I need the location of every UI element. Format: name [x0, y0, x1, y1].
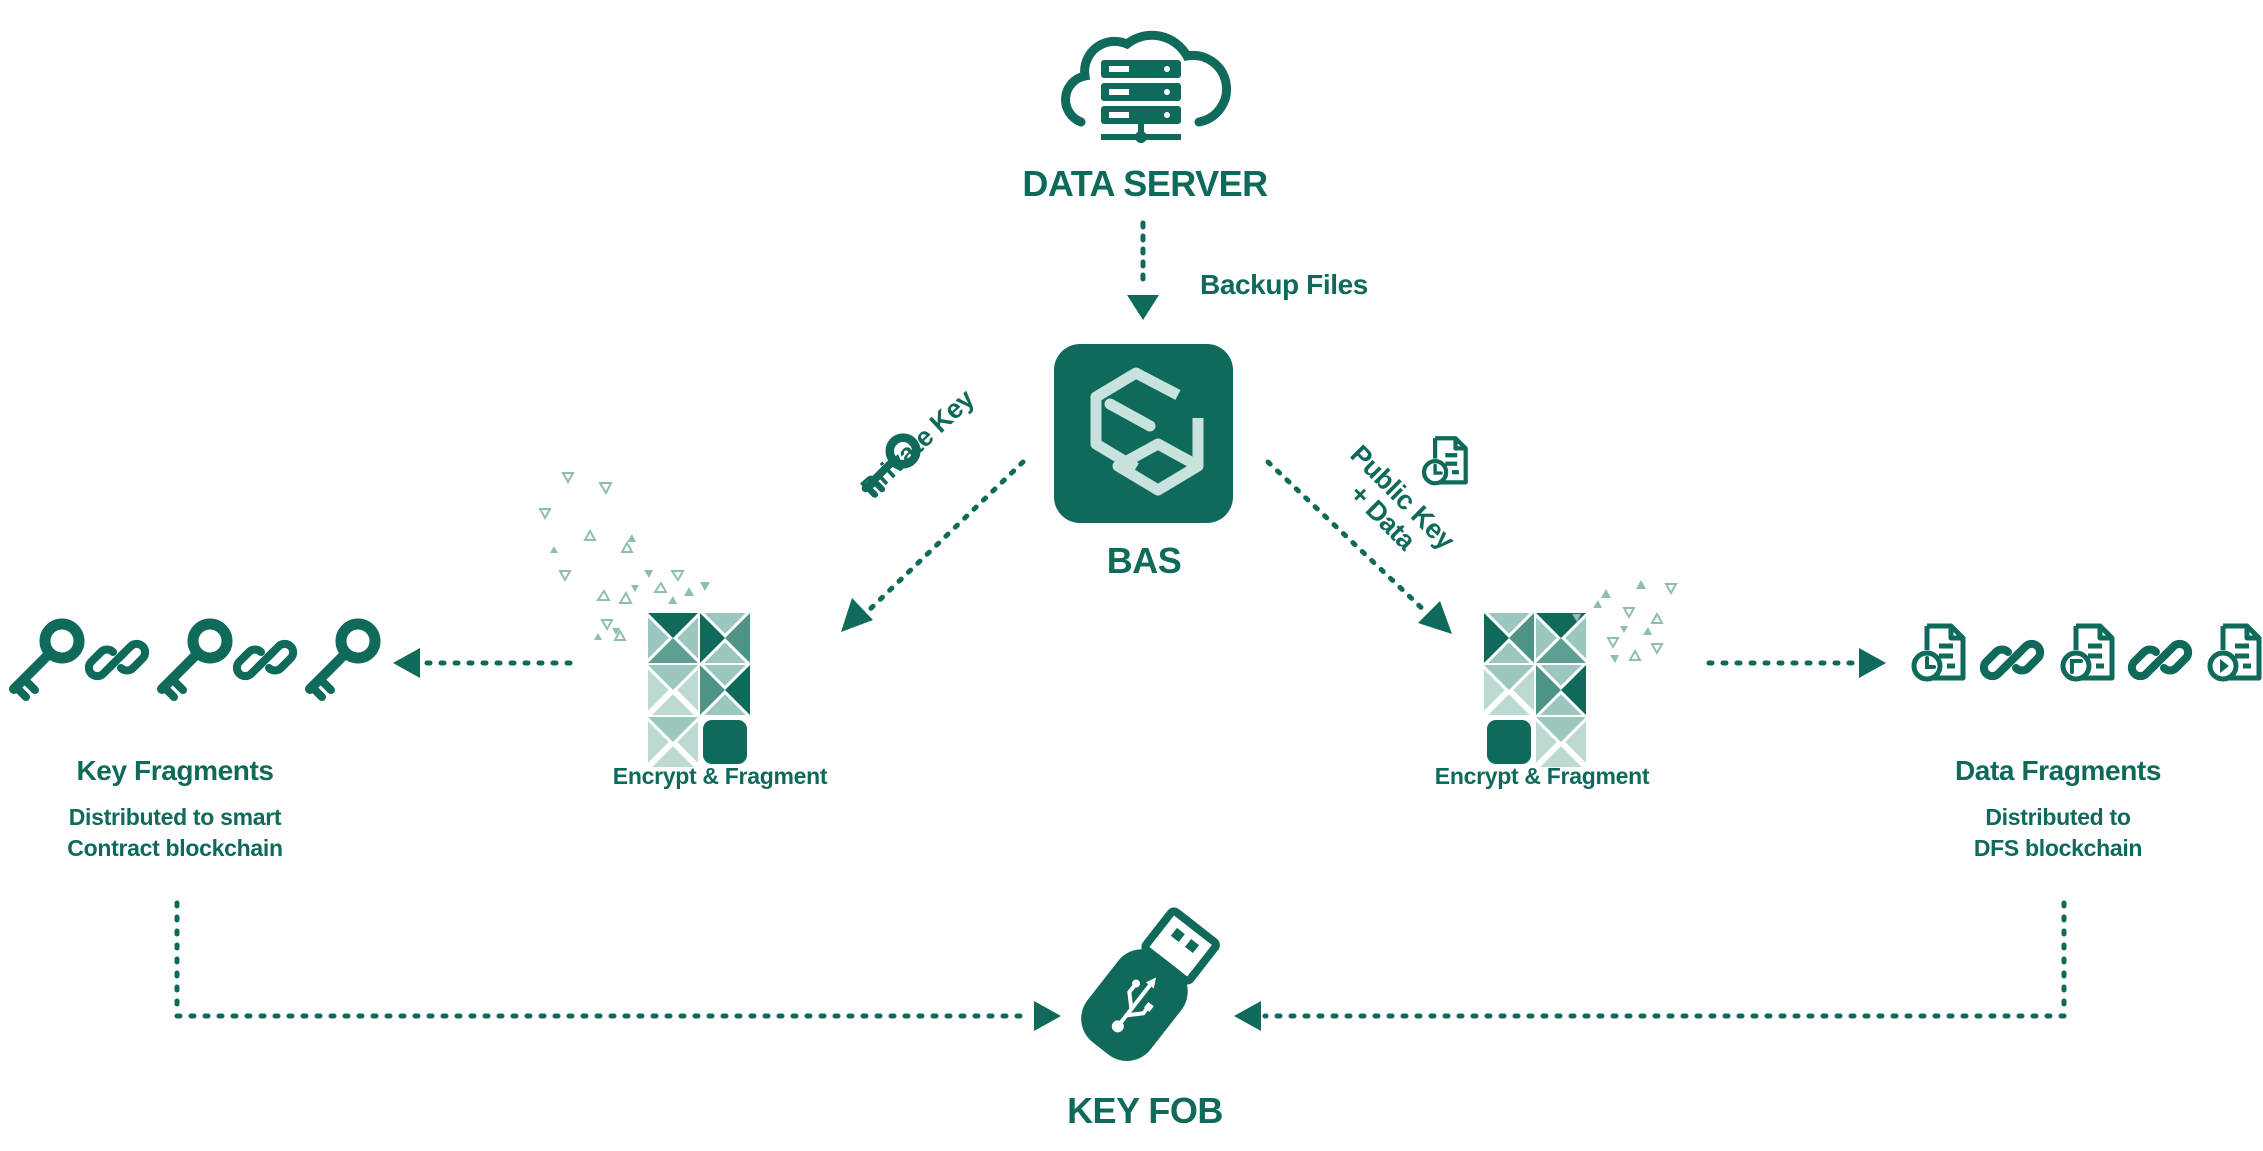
bas-label: BAS	[1106, 540, 1182, 581]
document-clock-icon	[1424, 438, 1466, 483]
document-rewind-icon	[2063, 626, 2112, 679]
key-icon	[162, 624, 227, 697]
arrow-encrypt-to-key-fragments	[393, 648, 573, 678]
arrow-data-fragments-to-fob	[1234, 900, 2067, 1031]
data-fragments-icons	[1914, 626, 2259, 679]
encrypt-fragment-left-icon	[648, 613, 750, 767]
encrypt-fragment-right-label: Encrypt & Fragment	[1434, 763, 1650, 789]
data-fragments-line2: DFS blockchain	[1973, 835, 2143, 861]
key-fob-label: KEY FOB	[1067, 1090, 1223, 1131]
chain-link-icon	[2132, 644, 2188, 676]
data-fragments-title: Data Fragments	[1954, 755, 2161, 786]
key-fragments-line2: Contract blockchain	[67, 835, 283, 861]
key-icon	[310, 624, 375, 697]
data-fragments-line1: Distributed to	[1985, 804, 2131, 830]
arrow-bas-to-encrypt-left	[841, 459, 1026, 632]
chain-link-icon	[89, 644, 145, 676]
fragment-particles-left-solid	[550, 534, 710, 640]
arrow-encrypt-to-data-fragments	[1706, 648, 1886, 678]
chain-link-icon	[1984, 644, 2040, 676]
fragment-particles-right	[1606, 583, 1678, 661]
fragment-particles-left	[538, 472, 685, 641]
bas-logo-icon	[1054, 344, 1233, 523]
encrypt-fragment-left-label: Encrypt & Fragment	[612, 763, 828, 789]
arrow-bas-to-encrypt-right	[1265, 459, 1452, 634]
document-play-icon	[2210, 626, 2259, 679]
usb-drive-icon	[1081, 907, 1220, 1061]
key-fragments-title: Key Fragments	[76, 755, 274, 786]
backup-files-label: Backup Files	[1200, 269, 1368, 300]
chain-link-icon	[237, 644, 293, 676]
arrow-server-to-bas	[1127, 220, 1159, 320]
arrow-key-fragments-to-fob	[174, 900, 1061, 1031]
encrypt-fragment-right-icon	[1484, 613, 1586, 767]
cloud-server-icon	[1061, 30, 1232, 143]
data-server-label: DATA SERVER	[1022, 163, 1268, 204]
key-fragments-line1: Distributed to smart	[68, 804, 282, 830]
key-icon	[14, 624, 79, 697]
fragment-particles-right-solid	[1572, 580, 1652, 663]
document-clock-icon	[1914, 626, 1963, 679]
key-fragments-icons	[14, 624, 375, 697]
